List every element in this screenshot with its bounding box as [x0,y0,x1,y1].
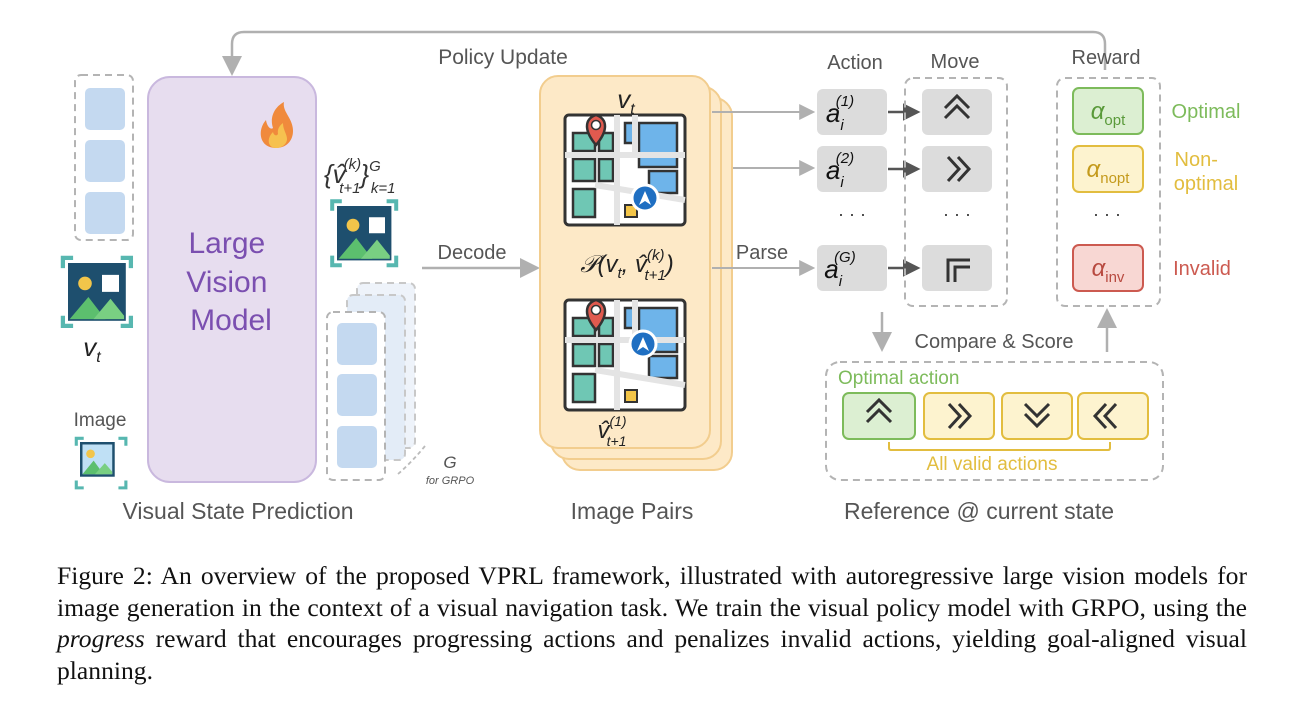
caption-text-end: reward that encourages progressing actio… [57,624,1247,685]
valid-actions-bracket [888,442,1111,451]
group-sublabel: for GRPO [426,475,475,487]
fire-icon [260,102,293,148]
double-chevron-right-icon [922,146,992,192]
group-label: G [443,453,456,472]
svg-text:ai(2): ai(2) [826,150,854,191]
reference-up-icon [842,392,916,440]
move-header: Move [931,51,980,73]
pair-formula: 𝒫(vt, v̂(k)t+1) [580,247,674,284]
predicted-state-label: v̂(1)t+1 [597,413,626,449]
policy-update-label: Policy Update [438,46,568,69]
input-token [85,140,125,182]
current-state-map [565,115,685,225]
caption-text: Figure 2: An overview of the proposed VP… [57,561,1247,622]
reward-optimal-label: Optimal [1172,101,1241,123]
reward-invalid-label: Invalid [1173,258,1231,280]
predicted-image-icon [332,201,396,265]
svg-text:αinv: αinv [1092,255,1125,286]
action-ellipsis: · · · [838,204,866,224]
figure-caption: Figure 2: An overview of the proposed VP… [57,560,1247,686]
predicted-state-map [565,300,685,410]
reward-column [1056,77,1161,307]
action-item: ai(2) [817,146,887,192]
input-token-column [74,74,134,241]
action-to-move-arrows [888,103,921,277]
reward-invalid: αinv [1072,244,1144,292]
section-label-visual-state-prediction: Visual State Prediction [123,498,354,524]
compare-label: Compare & Score [915,331,1074,353]
input-state-label: vt [83,332,101,366]
navigation-arrow-icon [628,329,658,359]
parse-label: Parse [736,242,788,264]
navigation-arrow-icon [630,183,660,213]
input-image-icon [63,258,131,326]
input-token [85,88,125,130]
caption-emphasis: progress [57,624,145,653]
svg-text:αopt: αopt [1091,98,1126,129]
reward-header: Reward [1072,47,1141,69]
pair-to-action-arrows [712,104,816,276]
reference-left-icon [1077,392,1149,440]
input-token [85,192,125,234]
action-item: ai(G) [817,245,887,291]
svg-text:ai(G): ai(G) [824,249,855,290]
action-item: ai(1) [817,89,887,135]
reference-right-icon [923,392,995,440]
image-label: Image [74,410,127,431]
large-vision-model-block [147,76,317,483]
move-ellipsis: · · · [943,204,971,224]
reward-ellipsis: · · · [1093,204,1121,224]
optimal-action-label: Optimal action [838,368,959,389]
lvm-label: Large Vision Model [186,227,276,337]
reference-down-icon [1001,392,1073,440]
double-chevron-up-icon [922,89,992,135]
decode-label: Decode [438,242,507,264]
action-header: Action [827,52,883,74]
reward-optimal: αopt [1072,87,1144,135]
section-label-image-pairs: Image Pairs [571,498,694,524]
vprl-framework-diagram: Policy Update vt Image Large Vision Mode… [0,30,1241,524]
svg-text:ai(1): ai(1) [826,93,854,134]
current-state-label: vt [617,84,635,118]
svg-text:αnopt: αnopt [1087,156,1131,187]
invalid-move-icon [922,245,992,291]
move-column [904,77,1008,307]
prediction-token-stack [326,282,426,481]
image-icon [74,436,128,490]
valid-actions-label: All valid actions [927,454,1058,475]
section-label-reference: Reference @ current state [844,498,1114,524]
reward-non-optimal: αnopt [1072,145,1144,193]
reward-non-optimal-label: Non- optimal [1174,149,1238,195]
reference-box [825,361,1164,481]
policy-update-arrow [222,30,1107,76]
